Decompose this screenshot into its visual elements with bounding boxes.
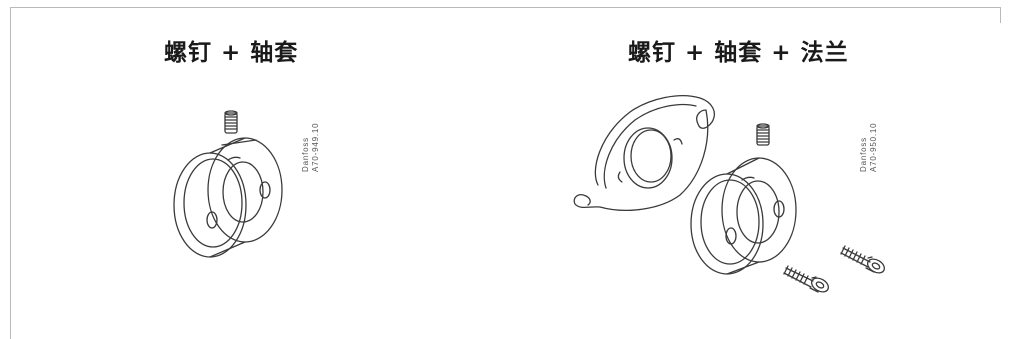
right-flange	[573, 95, 715, 211]
left-set-screw	[224, 110, 238, 134]
right-cap-screw-lower	[783, 265, 830, 293]
left-bushing	[173, 137, 283, 258]
right-bushing	[690, 157, 797, 275]
panel-right-title: 螺钉 + 轴套 + 法兰	[628, 40, 849, 66]
right-set-screw	[756, 123, 770, 146]
right-cap-screw-upper	[840, 245, 886, 274]
frame-right-rule	[1000, 7, 1001, 23]
frame-top-rule	[10, 7, 1001, 8]
frame-left-rule	[10, 7, 11, 339]
panel-left-title: 螺钉 + 轴套	[164, 40, 299, 66]
